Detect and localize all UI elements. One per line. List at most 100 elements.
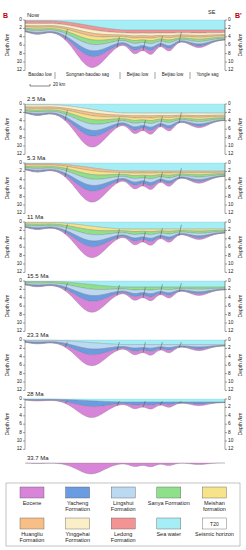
depth-tick: 12 (17, 152, 22, 157)
axis-tick (23, 213, 25, 214)
section-panel (23, 399, 227, 449)
section-panel (23, 20, 227, 70)
axis-tick (225, 390, 227, 391)
fault-line (117, 342, 119, 351)
time-label: 15.5 Ma (27, 273, 49, 279)
axis-tick (23, 129, 25, 130)
depth-tick: 2 (19, 287, 22, 292)
legend-swatch (20, 487, 44, 498)
section-panel (23, 104, 227, 154)
axis-tick (23, 323, 25, 324)
depth-tick: 12 (228, 388, 233, 393)
axis-title: Depth /km (5, 295, 10, 318)
axis-tick (225, 20, 227, 21)
strata-layer (25, 113, 225, 147)
depth-tick: 0 (228, 161, 231, 166)
legend-text: Sanya Formation (147, 500, 191, 506)
legend-swatch (66, 518, 90, 529)
axis-tick (23, 171, 25, 172)
depth-tick: 10 (17, 144, 22, 149)
depth-tick: 4 (228, 236, 231, 241)
depth-tick: 10 (17, 321, 22, 326)
axis-tick (225, 399, 227, 400)
depth-tick: 10 (17, 380, 22, 385)
fault-line (143, 40, 145, 51)
depth-tick: 12 (17, 388, 22, 393)
axis-tick (225, 154, 227, 155)
structural-unit-label: Baodao low (28, 73, 52, 78)
depth-tick: 2 (228, 405, 231, 410)
depth-tick: 12 (17, 68, 22, 73)
fault-line (117, 401, 119, 406)
axis-tick (23, 449, 25, 450)
scale-label: 20 km (53, 83, 65, 88)
axis-title: Depth /km (5, 354, 10, 377)
depth-tick: 8 (228, 312, 231, 317)
depth-tick: 2 (228, 346, 231, 351)
direction-label: SE (208, 10, 215, 16)
structural-unit-label: Beijiao low (162, 73, 184, 78)
axis-tick (23, 238, 25, 239)
axis-tick (225, 36, 227, 37)
legend-swatch (202, 487, 226, 498)
axis-tick (225, 289, 227, 290)
axis-tick (23, 222, 25, 223)
fault-line (179, 283, 181, 292)
axis-tick (23, 289, 25, 290)
axis-tick (23, 196, 25, 197)
depth-tick: 2 (228, 169, 231, 174)
depth-tick: 2 (19, 169, 22, 174)
fault-line (160, 401, 162, 405)
depth-tick: 10 (17, 262, 22, 267)
depth-tick: 10 (17, 439, 22, 444)
depth-tick: 0 (19, 338, 22, 343)
strata-layer (25, 463, 225, 474)
depth-tick: 6 (19, 186, 22, 191)
axis-tick (225, 120, 227, 121)
axis-tick (225, 45, 227, 46)
axis-title: Depth /km (238, 354, 243, 377)
axis-tick (225, 247, 227, 248)
time-label: 5.3 Ma (27, 155, 45, 161)
fault-line (65, 110, 67, 121)
axis-tick (225, 188, 227, 189)
depth-tick: 12 (228, 447, 233, 452)
axis-tick (225, 441, 227, 442)
depth-tick: 12 (17, 270, 22, 275)
strata-layer (25, 31, 225, 57)
axis-tick (225, 449, 227, 450)
depth-tick: 0 (19, 102, 22, 107)
axis-tick (225, 213, 227, 214)
depth-tick: 6 (19, 422, 22, 427)
axis-tick (23, 331, 25, 332)
depth-tick: 6 (228, 363, 231, 368)
depth-tick: 6 (228, 304, 231, 309)
depth-tick: 2 (228, 110, 231, 115)
strata-layer (25, 112, 225, 136)
axis-tick (225, 205, 227, 206)
depth-tick: 2 (19, 110, 22, 115)
fault-line (179, 112, 181, 123)
axis-tick (23, 340, 25, 341)
strata-layer (25, 169, 225, 191)
axis-tick (225, 432, 227, 433)
depth-tick: 0 (19, 161, 22, 166)
depth-tick: 4 (19, 295, 22, 300)
time-label: 33.7 Ma (27, 455, 49, 461)
depth-tick: 6 (228, 127, 231, 132)
axis-tick (23, 28, 25, 29)
axis-title: Depth /km (238, 118, 243, 141)
depth-tick: 8 (228, 51, 231, 56)
axis-tick (225, 272, 227, 273)
axis-tick (225, 373, 227, 374)
depth-tick: 4 (228, 354, 231, 359)
depth-tick: 4 (228, 118, 231, 123)
legend-text: Seismic horizon (192, 531, 236, 537)
axis-tick (225, 356, 227, 357)
axis-tick (225, 297, 227, 298)
depth-tick: 2 (19, 405, 22, 410)
structural-unit-label: Yongle sag (196, 73, 218, 78)
legend-swatch (111, 518, 135, 529)
fault-line (160, 342, 162, 350)
